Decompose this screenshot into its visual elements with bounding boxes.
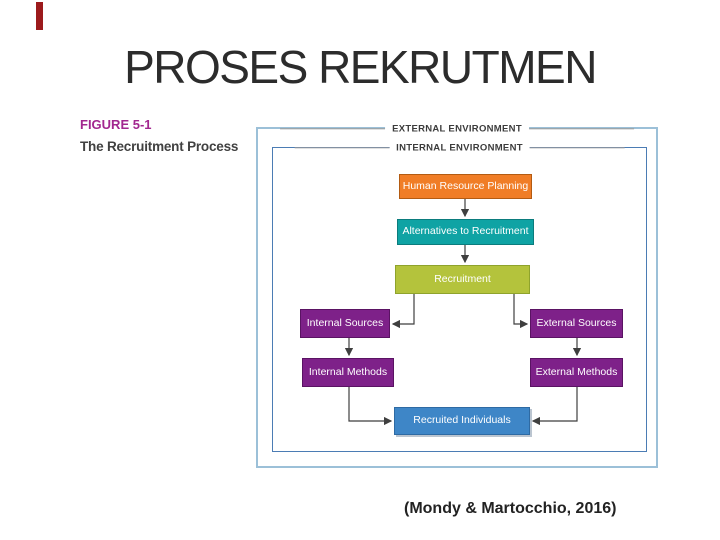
node-recruited-individuals: Recruited Individuals	[394, 407, 530, 435]
node-external-sources: External Sources	[530, 309, 623, 338]
divider-line	[294, 147, 390, 149]
internal-environment-boundary: INTERNAL ENVIRONMENT	[272, 141, 647, 452]
node-internal-methods: Internal Methods	[302, 358, 394, 387]
node-human-resource-planning: Human Resource Planning	[399, 174, 532, 199]
slide-title: PROSES REKRUTMEN	[124, 41, 597, 93]
external-environment-text: EXTERNAL ENVIRONMENT	[385, 122, 529, 136]
divider-line	[280, 128, 386, 130]
figure-header: FIGURE 5-1 The Recruitment Process	[80, 118, 238, 154]
node-external-methods: External Methods	[530, 358, 623, 387]
node-recruitment: Recruitment	[395, 265, 530, 294]
divider-line	[529, 147, 625, 149]
figure-number-label: FIGURE 5-1	[80, 117, 152, 132]
source-citation: (Mondy & Martocchio, 2016)	[404, 500, 617, 517]
internal-environment-text: INTERNAL ENVIRONMENT	[389, 141, 530, 155]
recruitment-process-diagram: EXTERNAL ENVIRONMENT INTERNAL ENVIRONMEN…	[256, 122, 658, 468]
external-environment-label: EXTERNAL ENVIRONMENT	[280, 122, 634, 136]
figure-caption: The Recruitment Process	[80, 139, 239, 154]
node-alternatives-to-recruitment: Alternatives to Recruitment	[397, 219, 534, 245]
internal-environment-label: INTERNAL ENVIRONMENT	[294, 141, 625, 155]
divider-line	[528, 128, 634, 130]
node-internal-sources: Internal Sources	[300, 309, 390, 338]
red-accent-bar	[36, 2, 43, 30]
